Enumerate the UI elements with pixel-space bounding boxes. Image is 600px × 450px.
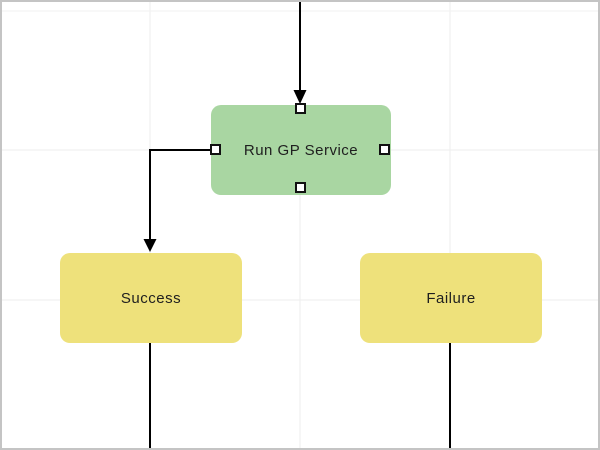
node-success[interactable]: Success	[60, 253, 242, 343]
node-failure-label: Failure	[426, 289, 476, 307]
port-handle-bottom-icon[interactable]	[295, 182, 306, 193]
port-handle-top-icon[interactable]	[295, 103, 306, 114]
node-run-gp-service[interactable]: Run GP Service	[211, 105, 391, 195]
connectors	[143, 2, 451, 448]
arrowhead-into-success	[143, 239, 157, 252]
port-handle-right-icon[interactable]	[379, 144, 390, 155]
node-run-gp-service-label: Run GP Service	[243, 141, 359, 159]
node-success-label: Success	[120, 289, 182, 307]
arrowhead-into-run-gp-service	[293, 90, 307, 104]
node-failure[interactable]: Failure	[360, 253, 542, 343]
port-handle-left-icon[interactable]	[210, 144, 221, 155]
edge-run-gp-service-to-success[interactable]	[149, 149, 215, 240]
